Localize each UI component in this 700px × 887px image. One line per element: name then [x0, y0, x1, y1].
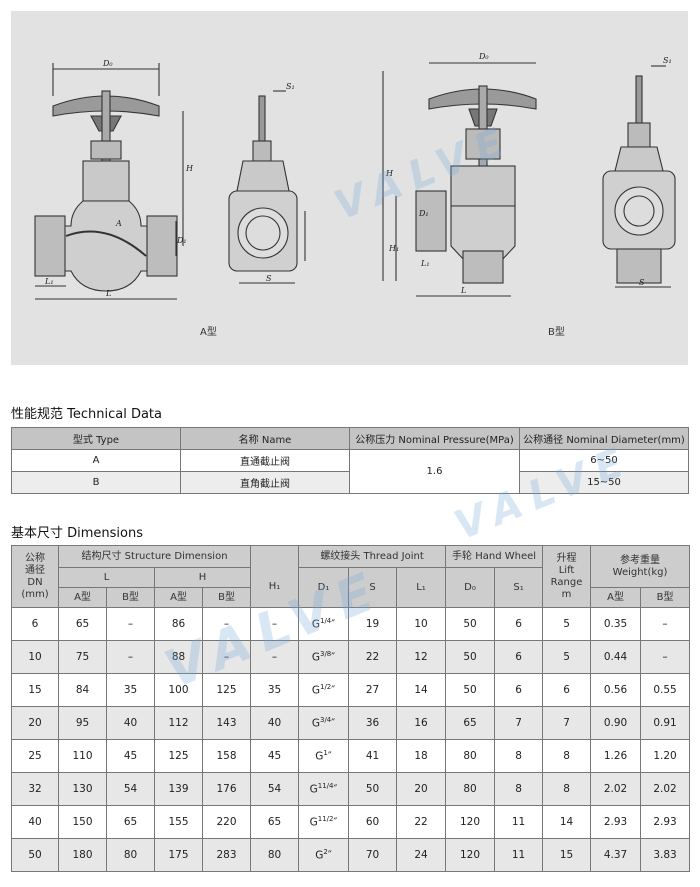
label-d0-a: D₀	[102, 59, 113, 68]
label-flow-a: A	[115, 219, 122, 228]
label-s-a: S	[266, 274, 272, 283]
thread-cell: G1″	[298, 739, 350, 773]
a-type-front-view	[34, 63, 184, 300]
th-pressure: 公称压力 Nominal Pressure(MPa)	[349, 427, 520, 450]
th-l1: L₁	[396, 567, 447, 608]
th-wheel: 手轮 Hand Wheel	[445, 545, 544, 568]
table-row: B 直角截止阀 15~50	[11, 471, 689, 494]
label-l-a: L	[105, 289, 111, 298]
th-structure: 结构尺寸 Structure Dimension	[57, 545, 252, 568]
caption-b-type: B型	[548, 327, 565, 338]
thread-cell: G1/2″	[298, 673, 350, 707]
th-s: S	[348, 567, 398, 608]
label-s1-b: S₁	[663, 56, 672, 65]
technical-data-table: 型式 Type 名称 Name 公称压力 Nominal Pressure(MP…	[11, 427, 689, 494]
th-type: 型式 Type	[11, 427, 181, 450]
th-h-a: A型	[154, 587, 203, 608]
th-name: 名称 Name	[180, 427, 350, 450]
technical-data-heading: 性能规范 Technical Data	[11, 407, 162, 422]
label-s-b: S	[639, 278, 645, 287]
th-h-b: B型	[201, 587, 252, 608]
th-l-a: A型	[58, 587, 107, 608]
label-d1-a: D₁	[176, 236, 187, 245]
thread-cell: G2″	[298, 838, 350, 872]
thread-cell: G11/4″	[298, 772, 350, 806]
thread-cell: G11/2″	[298, 805, 350, 839]
label-l1-b: L₁	[420, 259, 430, 268]
thread-cell: G3/8″	[298, 640, 350, 674]
th-thread: 螺纹接头 Thread Joint	[298, 545, 447, 568]
pressure-cell: 1.6	[349, 449, 520, 494]
label-l1-a: L₁	[44, 277, 54, 286]
th-diameter: 公称通径 Nominal Diameter(mm)	[519, 427, 689, 450]
table-row: A 直通截止阀 1.6 6~50	[11, 449, 689, 494]
thread-cell: G3/4″	[298, 706, 350, 740]
th-d1: D₁	[298, 567, 350, 608]
th-lift: 升程 Lift Range m	[542, 545, 592, 608]
th-s1: S₁	[494, 567, 544, 608]
th-dn: 公称 通径 DN (mm)	[11, 545, 59, 608]
a-type-side-view	[228, 90, 306, 284]
label-h-a: H	[185, 164, 194, 173]
b-type-front-view	[382, 62, 537, 297]
dimensions-table: 公称 通径 DN (mm) 结构尺寸 Structure Dimension 螺…	[11, 545, 691, 872]
th-d0: D₀	[445, 567, 496, 608]
th-weight-a: A型	[590, 587, 642, 608]
valve-drawing-panel: D₀ S₁ H D₁ L₁ L S A D₀ S₁ H H₁ D₁ L₁ L S…	[11, 11, 688, 365]
th-weight-b: B型	[640, 587, 691, 608]
caption-a-type: A型	[200, 327, 217, 338]
label-l-b: L	[460, 286, 466, 295]
th-l: L	[58, 567, 155, 588]
th-h1: H₁	[250, 567, 300, 608]
valve-drawing: D₀ S₁ H D₁ L₁ L S A D₀ S₁ H H₁ D₁ L₁ L S	[34, 52, 676, 300]
thread-cell: G1/4″	[298, 607, 350, 641]
label-d0-b: D₀	[478, 52, 489, 61]
label-s1-a: S₁	[286, 82, 295, 91]
b-type-side-view	[602, 65, 676, 288]
label-h-b: H	[385, 169, 394, 178]
th-h: H	[153, 567, 252, 588]
th-l-b: B型	[106, 587, 155, 608]
dimensions-heading: 基本尺寸 Dimensions	[11, 526, 144, 541]
label-h1-b: H₁	[388, 244, 399, 253]
label-d1-b: D₁	[418, 209, 429, 218]
th-weight: 参考重量 Weight(kg)	[590, 545, 691, 588]
